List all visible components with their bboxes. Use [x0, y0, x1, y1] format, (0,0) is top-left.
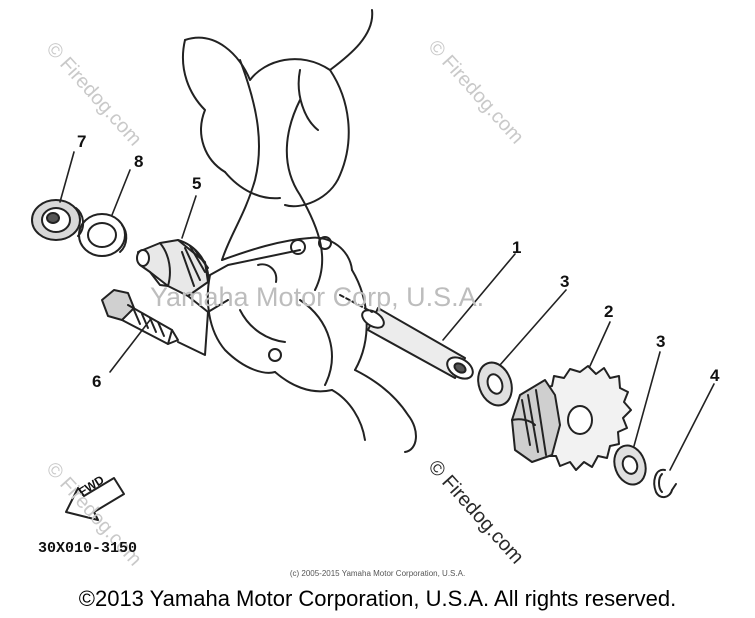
callout-8: 8 [134, 152, 144, 171]
part-code: 30X010-3150 [38, 540, 138, 557]
callout-7: 7 [77, 132, 87, 151]
callout-1: 1 [512, 238, 522, 257]
footer-copyright: ©2013 Yamaha Motor Corporation, U.S.A. A… [78, 586, 677, 611]
part-3-washer-b [613, 444, 647, 486]
callout-5: 5 [192, 174, 202, 193]
callout-2: 2 [604, 302, 614, 321]
callout-6: 6 [92, 372, 102, 391]
assembly-bracket-line [177, 299, 229, 356]
part-5-shaft-gear [136, 239, 210, 297]
part-3-washer-a [477, 361, 513, 407]
part-4-circlip [653, 468, 677, 498]
part-2-gear [511, 365, 632, 471]
crankcase-outline [181, 9, 417, 453]
watermark-yamaha: Yamaha Motor Corp, U.S.A. [150, 282, 485, 312]
callout-leader-lines [59, 151, 715, 471]
part-8-washer [78, 213, 128, 257]
part-1-shaft [339, 294, 474, 380]
callout-4: 4 [710, 366, 720, 385]
callout-3-upper: 3 [560, 272, 570, 291]
callout-3-lower: 3 [656, 332, 666, 351]
fwd-arrow [65, 477, 125, 521]
assembly-leader-line [187, 295, 209, 313]
part-6-bolt [101, 289, 179, 345]
small-copyright: (c) 2005-2015 Yamaha Motor Corporation, … [289, 569, 466, 578]
part-7-oil-seal [31, 199, 84, 241]
